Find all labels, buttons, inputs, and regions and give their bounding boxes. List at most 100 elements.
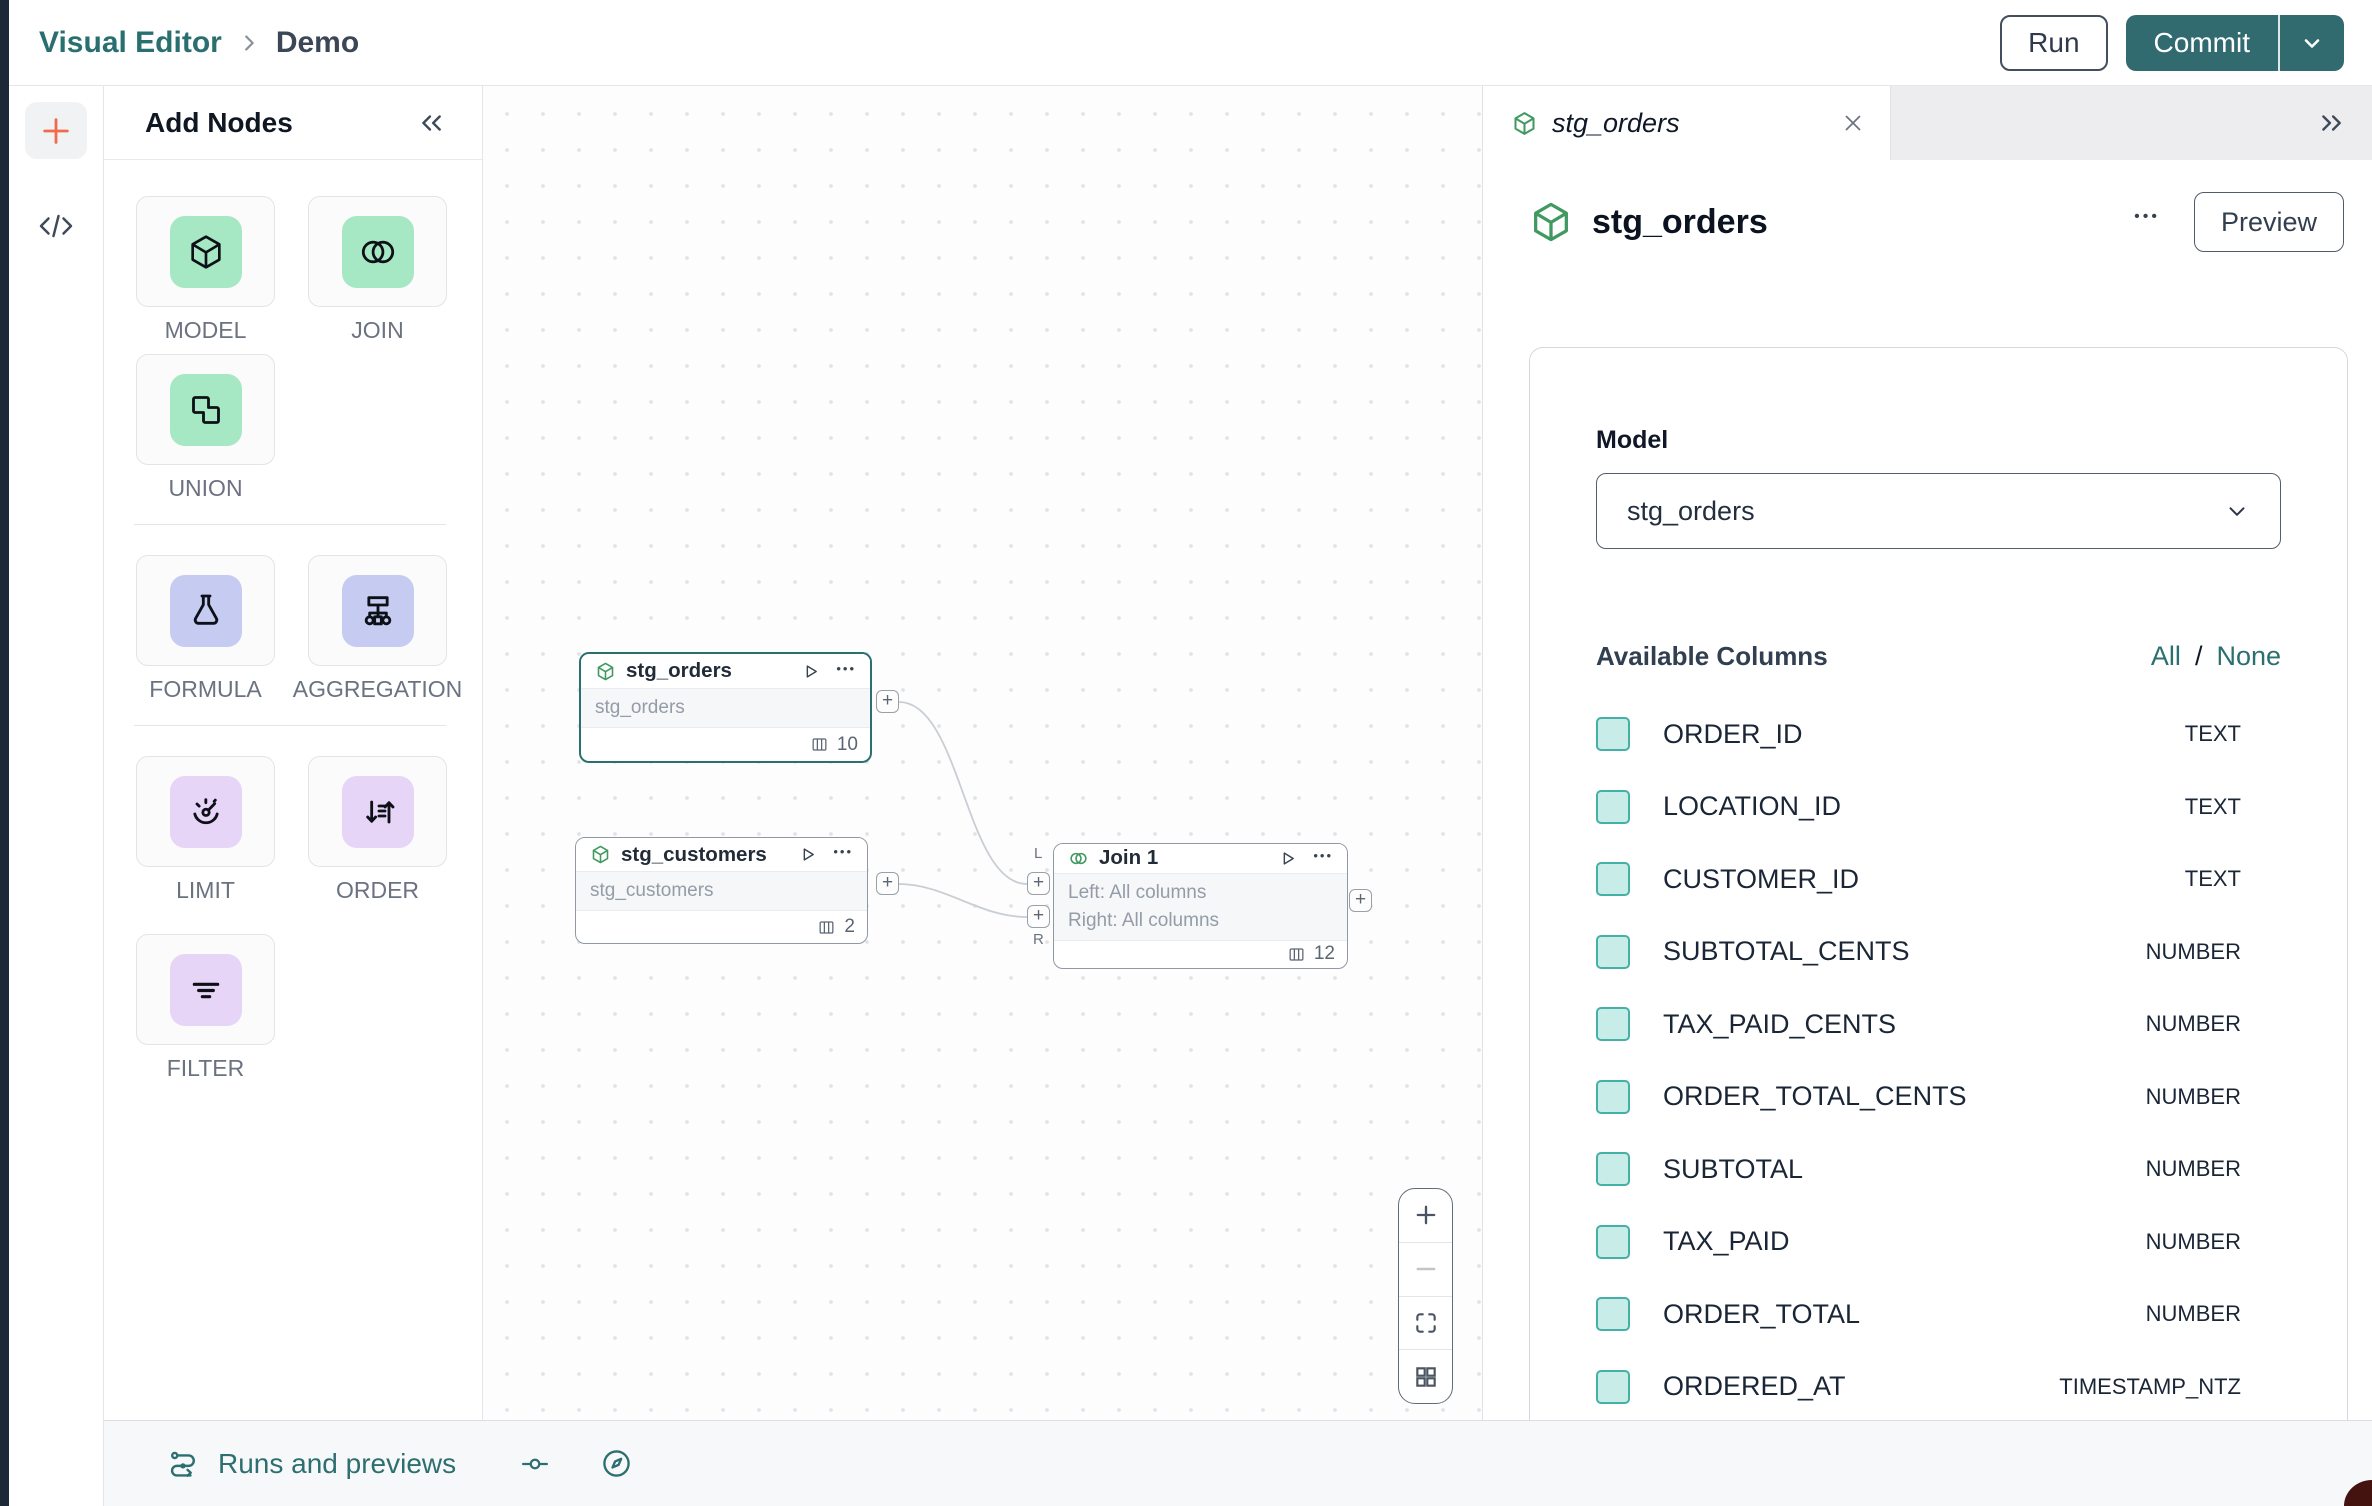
column-checkbox[interactable] [1596, 789, 1630, 824]
formula-node-tile[interactable] [136, 555, 275, 666]
bottom-bar: Runs and previews [104, 1420, 2372, 1506]
flask-icon [169, 574, 242, 647]
breadcrumb-root-link[interactable]: Visual Editor [39, 25, 222, 59]
zoom-in-button[interactable] [1399, 1189, 1452, 1243]
zoom-out-button[interactable] [1399, 1243, 1452, 1297]
node-footer: 10 [581, 728, 870, 761]
kebab-menu-icon[interactable]: ••• [833, 844, 853, 860]
tile-row: LIMIT ORDER [136, 756, 482, 904]
node-header: stg_orders ••• [581, 654, 870, 689]
node-stg-customers[interactable]: stg_customers ••• stg_customers 2 [575, 837, 868, 944]
column-list: ORDER_ID TEXT LOCATION_ID TEXT CUSTOMER_… [1596, 698, 2281, 1420]
layout-grid-button[interactable] [1399, 1350, 1452, 1403]
close-icon [1840, 110, 1866, 136]
column-checkbox[interactable] [1596, 1224, 1630, 1259]
join-circles-icon [1068, 848, 1089, 869]
tile-label: ORDER [335, 877, 420, 903]
sort-arrows-icon [341, 775, 414, 848]
play-icon[interactable] [801, 662, 820, 681]
aggregation-node-tile[interactable] [308, 555, 447, 666]
column-row: SUBTOTAL NUMBER [1596, 1133, 2281, 1206]
output-port-stg-orders[interactable]: + [876, 690, 899, 713]
column-checkbox[interactable] [1596, 1007, 1630, 1042]
commit-node-icon[interactable] [518, 1449, 552, 1479]
plus-icon [1412, 1201, 1440, 1229]
column-type: NUMBER [2145, 938, 2241, 964]
union-node-tile[interactable] [136, 354, 275, 465]
collapse-panel-button[interactable] [416, 110, 446, 136]
run-button[interactable]: Run [2000, 14, 2108, 71]
play-icon[interactable] [1278, 849, 1297, 868]
panel-header: stg_orders ••• Preview [1528, 192, 2344, 252]
join-circles-icon [341, 215, 414, 288]
column-row: ORDER_ID TEXT [1596, 698, 2281, 771]
node-body: Left: All columns Right: All columns [1054, 872, 1347, 941]
model-cube-icon [1511, 110, 1538, 137]
breadcrumb: Visual Editor Demo [39, 26, 359, 60]
model-select[interactable]: stg_orders [1596, 473, 2281, 549]
kebab-menu-icon[interactable]: ••• [2134, 209, 2160, 231]
tab-stg-orders[interactable]: stg_orders [1483, 86, 1891, 160]
node-title: stg_orders [626, 659, 732, 683]
close-tab-button[interactable] [1840, 110, 1866, 136]
play-icon[interactable] [798, 845, 817, 864]
select-none-link[interactable]: None [2216, 641, 2281, 671]
code-view-rail-button[interactable] [25, 201, 87, 251]
column-row: LOCATION_ID TEXT [1596, 771, 2281, 844]
add-nodes-panel: Add Nodes MODEL [104, 86, 483, 1420]
model-node-tile[interactable] [136, 196, 275, 307]
gauge-icon [169, 775, 242, 848]
column-checkbox[interactable] [1596, 1079, 1630, 1114]
filter-node-tile[interactable] [136, 934, 275, 1045]
model-cube-icon [1528, 199, 1574, 245]
column-checkbox[interactable] [1596, 1152, 1630, 1187]
output-port-join[interactable]: + [1349, 889, 1372, 912]
tile-cell-union: UNION [136, 354, 275, 502]
column-checkbox[interactable] [1596, 862, 1630, 897]
column-checkbox[interactable] [1596, 1369, 1630, 1404]
preview-button[interactable]: Preview [2193, 192, 2344, 252]
commit-button[interactable]: Commit [2125, 14, 2278, 71]
select-all-link[interactable]: All [2150, 641, 2181, 671]
node-body: stg_orders [581, 688, 870, 729]
tile-row: FILTER [136, 934, 482, 1082]
column-name: SUBTOTAL_CENTS [1663, 936, 1910, 967]
order-node-tile[interactable] [308, 756, 447, 867]
tile-label: MODEL [164, 317, 247, 343]
column-row: CUSTOMER_ID TEXT [1596, 843, 2281, 916]
kebab-menu-icon[interactable]: ••• [1313, 847, 1333, 863]
runs-and-previews-label[interactable]: Runs and previews [218, 1447, 457, 1479]
join-left-input-port[interactable]: + [1027, 872, 1050, 895]
join-node-tile[interactable] [308, 196, 447, 307]
add-node-rail-button[interactable] [25, 102, 87, 159]
union-shapes-icon [169, 373, 242, 446]
node-join-1[interactable]: Join 1 ••• Left: All columns Right: All … [1053, 843, 1348, 969]
tile-cell-formula: FORMULA [136, 555, 275, 703]
column-checkbox[interactable] [1596, 934, 1630, 969]
column-name: ORDERED_AT [1663, 1371, 1846, 1402]
dag-canvas[interactable]: stg_orders ••• stg_orders 10 + [483, 86, 1482, 1420]
collapse-right-panel-button[interactable] [2316, 86, 2372, 160]
tile-label: FORMULA [149, 676, 262, 702]
topbar: Visual Editor Demo Run Commit [9, 0, 2372, 86]
compass-icon[interactable] [600, 1447, 633, 1480]
runs-previews-icon[interactable] [166, 1448, 200, 1480]
canvas-zoom-controls [1398, 1188, 1453, 1404]
plus-icon [39, 114, 73, 148]
fit-view-button[interactable] [1399, 1297, 1452, 1351]
column-name: ORDER_ID [1663, 718, 1803, 749]
tile-row: MODEL JOIN [136, 196, 482, 344]
output-port-stg-customers[interactable]: + [876, 872, 899, 895]
limit-node-tile[interactable] [136, 756, 275, 867]
column-checkbox[interactable] [1596, 717, 1630, 752]
link-separator: / [2194, 641, 2203, 671]
kebab-menu-icon[interactable]: ••• [836, 660, 856, 676]
node-subtitle: stg_customers [590, 880, 714, 902]
commit-dropdown-button[interactable] [2278, 14, 2344, 71]
column-checkbox[interactable] [1596, 1297, 1630, 1332]
edge-connections [898, 701, 1028, 918]
node-stg-orders[interactable]: stg_orders ••• stg_orders 10 [579, 652, 872, 763]
join-right-input-port[interactable]: + [1027, 905, 1050, 928]
column-name: CUSTOMER_ID [1663, 863, 1860, 894]
